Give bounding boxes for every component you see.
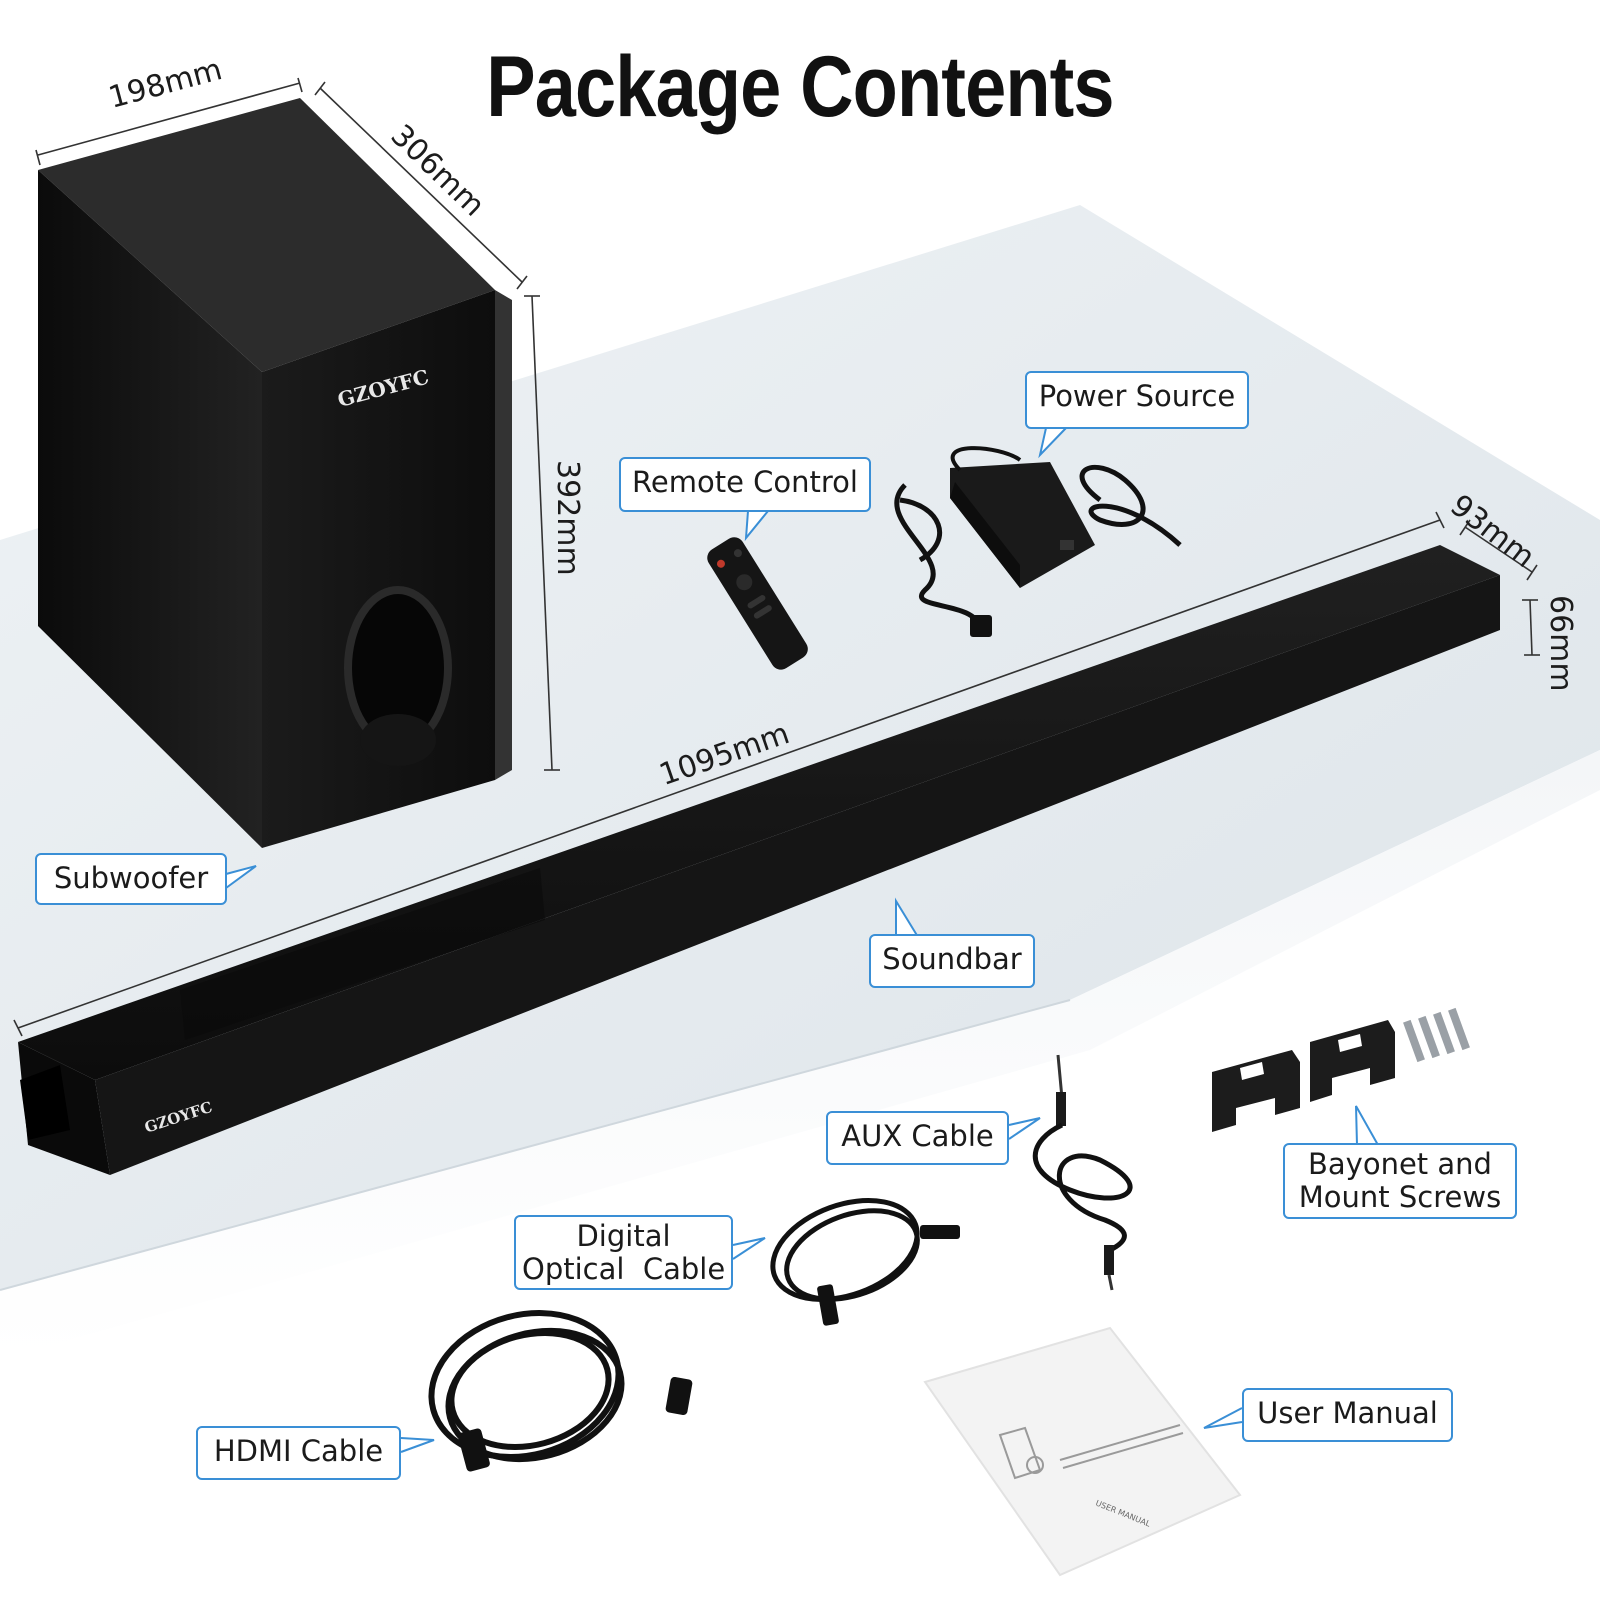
label-soundbar: Soundbar — [869, 934, 1035, 988]
label-remote-control: Remote Control — [619, 457, 871, 512]
label-power-source: Power Source — [1025, 371, 1249, 429]
page-title: Package Contents — [486, 39, 1114, 135]
dimension-subwoofer-height: 392mm — [550, 460, 585, 576]
label-digital-line2: Optical Cable — [522, 1252, 726, 1286]
dimension-lines — [13, 77, 1540, 1037]
remote-control-illustration — [707, 537, 808, 670]
soundbar-illustration: GZOYFC — [18, 545, 1500, 1175]
hdmi-cable-illustration — [428, 1310, 693, 1472]
bayonet-mount-illustration — [1212, 1007, 1470, 1132]
power-adapter-illustration — [894, 446, 1182, 637]
label-aux-cable: AUX Cable — [826, 1111, 1009, 1165]
subwoofer-illustration: GZOYFC — [38, 98, 512, 848]
dimension-soundbar-height: 66mm — [1543, 595, 1578, 692]
display-platform-side — [0, 750, 1600, 1360]
label-user-manual: User Manual — [1242, 1388, 1453, 1442]
optical-cable-illustration — [770, 1198, 960, 1326]
label-bayonet-line2: Mount Screws — [1298, 1180, 1502, 1214]
aux-cable-illustration — [1032, 1054, 1133, 1291]
label-subwoofer: Subwoofer — [35, 853, 227, 905]
callout-pointers — [225, 427, 1379, 1453]
label-bayonet-mount-screws: Bayonet and Mount Screws — [1283, 1143, 1517, 1219]
user-manual-illustration: USER MANUAL — [923, 1326, 1242, 1577]
label-hdmi-cable: HDMI Cable — [196, 1426, 401, 1480]
label-bayonet-line1: Bayonet and — [1308, 1147, 1492, 1181]
label-digital-line1: Digital — [576, 1219, 671, 1253]
label-digital-optical-cable: Digital Optical Cable — [514, 1215, 733, 1290]
